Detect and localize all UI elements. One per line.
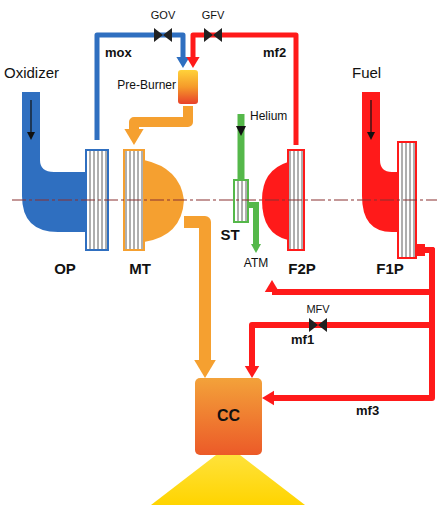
flow-arrow: [367, 132, 375, 140]
valve-symbol: [309, 318, 327, 332]
component-label: MT: [129, 260, 151, 277]
shaft-line: [12, 199, 437, 200]
pipe-line: [272, 250, 432, 292]
component-label: F1P: [376, 260, 404, 277]
pipe-line: [134, 106, 188, 129]
pipe-line: [274, 250, 432, 398]
pipe-connector: [184, 222, 205, 360]
pipe-connector: [134, 106, 188, 129]
part-label: MFV: [306, 303, 329, 316]
part-label: Helium: [250, 110, 287, 124]
flow-label: mox: [104, 46, 133, 61]
pipe-line: [184, 222, 205, 360]
flow-arrow: [27, 132, 35, 140]
fuel-pump-casing: [262, 162, 288, 240]
flow-label: mf3: [355, 404, 380, 419]
arrow-head: [186, 57, 199, 68]
part-label: Fuel: [352, 64, 381, 81]
pump-node: OP: [18, 140, 110, 280]
flow-arrow: [236, 126, 246, 136]
part-label: Oxidizer: [4, 64, 59, 81]
part-label: ATM: [244, 257, 268, 271]
valve-symbol: [204, 28, 222, 42]
oxidizer-pump-casing: [22, 92, 88, 232]
pipe-line: [193, 35, 296, 145]
turbine-node: MT: [118, 145, 184, 280]
flow-arrow: [251, 244, 261, 253]
helium-pipe: [238, 114, 245, 182]
starter-turbine-rotor: [234, 180, 248, 222]
arrow-head: [265, 280, 279, 292]
arrow-head: [262, 391, 274, 405]
part-label: GOV: [151, 9, 175, 22]
component-label: OP: [54, 260, 76, 277]
flow-label: mf1: [290, 333, 315, 348]
fuel-pump-casing: [362, 92, 400, 232]
exhaust-pipe: [248, 205, 256, 246]
turbine-casing: [144, 160, 184, 242]
pipe-connector: [252, 250, 432, 366]
turbine-node: ST: [218, 176, 252, 246]
nozzle: [151, 455, 305, 505]
pipe-connector: [274, 250, 432, 398]
pipe-connector: [193, 35, 296, 145]
pipe-connector: [272, 250, 432, 292]
pump-node: F1P: [356, 135, 424, 280]
pre-burner-chamber: [178, 70, 198, 104]
component-label: Pre-Burner: [117, 79, 176, 93]
part-label: GFV: [202, 9, 225, 22]
valve-symbol: [154, 28, 172, 42]
component-label: ST: [220, 226, 239, 243]
pre-burner-node: Pre-Burner: [112, 68, 200, 106]
pipe-line: [252, 250, 432, 366]
combustion-chamber: CC: [195, 378, 262, 455]
arrow-head: [194, 360, 216, 378]
arrow-head: [124, 129, 143, 145]
component-label: CC: [217, 407, 240, 425]
arrow-head: [245, 366, 259, 378]
component-label: F2P: [288, 260, 316, 277]
flow-label: mf2: [262, 46, 287, 61]
pump-node: F2P: [260, 145, 324, 280]
